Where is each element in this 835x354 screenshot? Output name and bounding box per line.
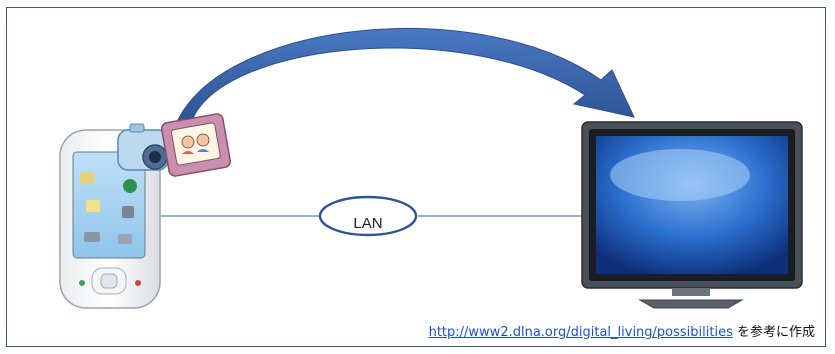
lan-oval bbox=[318, 195, 418, 237]
arrow-icon bbox=[177, 28, 635, 121]
photo-frame-icon bbox=[160, 113, 232, 177]
phone-icon bbox=[59, 129, 161, 309]
source-credit: http://www2.dlna.org/digital_living/poss… bbox=[429, 321, 815, 340]
tv-icon bbox=[581, 121, 803, 309]
camera-icon bbox=[117, 123, 169, 171]
lan-label: LAN bbox=[353, 214, 383, 232]
source-link[interactable]: http://www2.dlna.org/digital_living/poss… bbox=[428, 325, 733, 340]
source-suffix: を参考に作成 bbox=[732, 325, 815, 340]
